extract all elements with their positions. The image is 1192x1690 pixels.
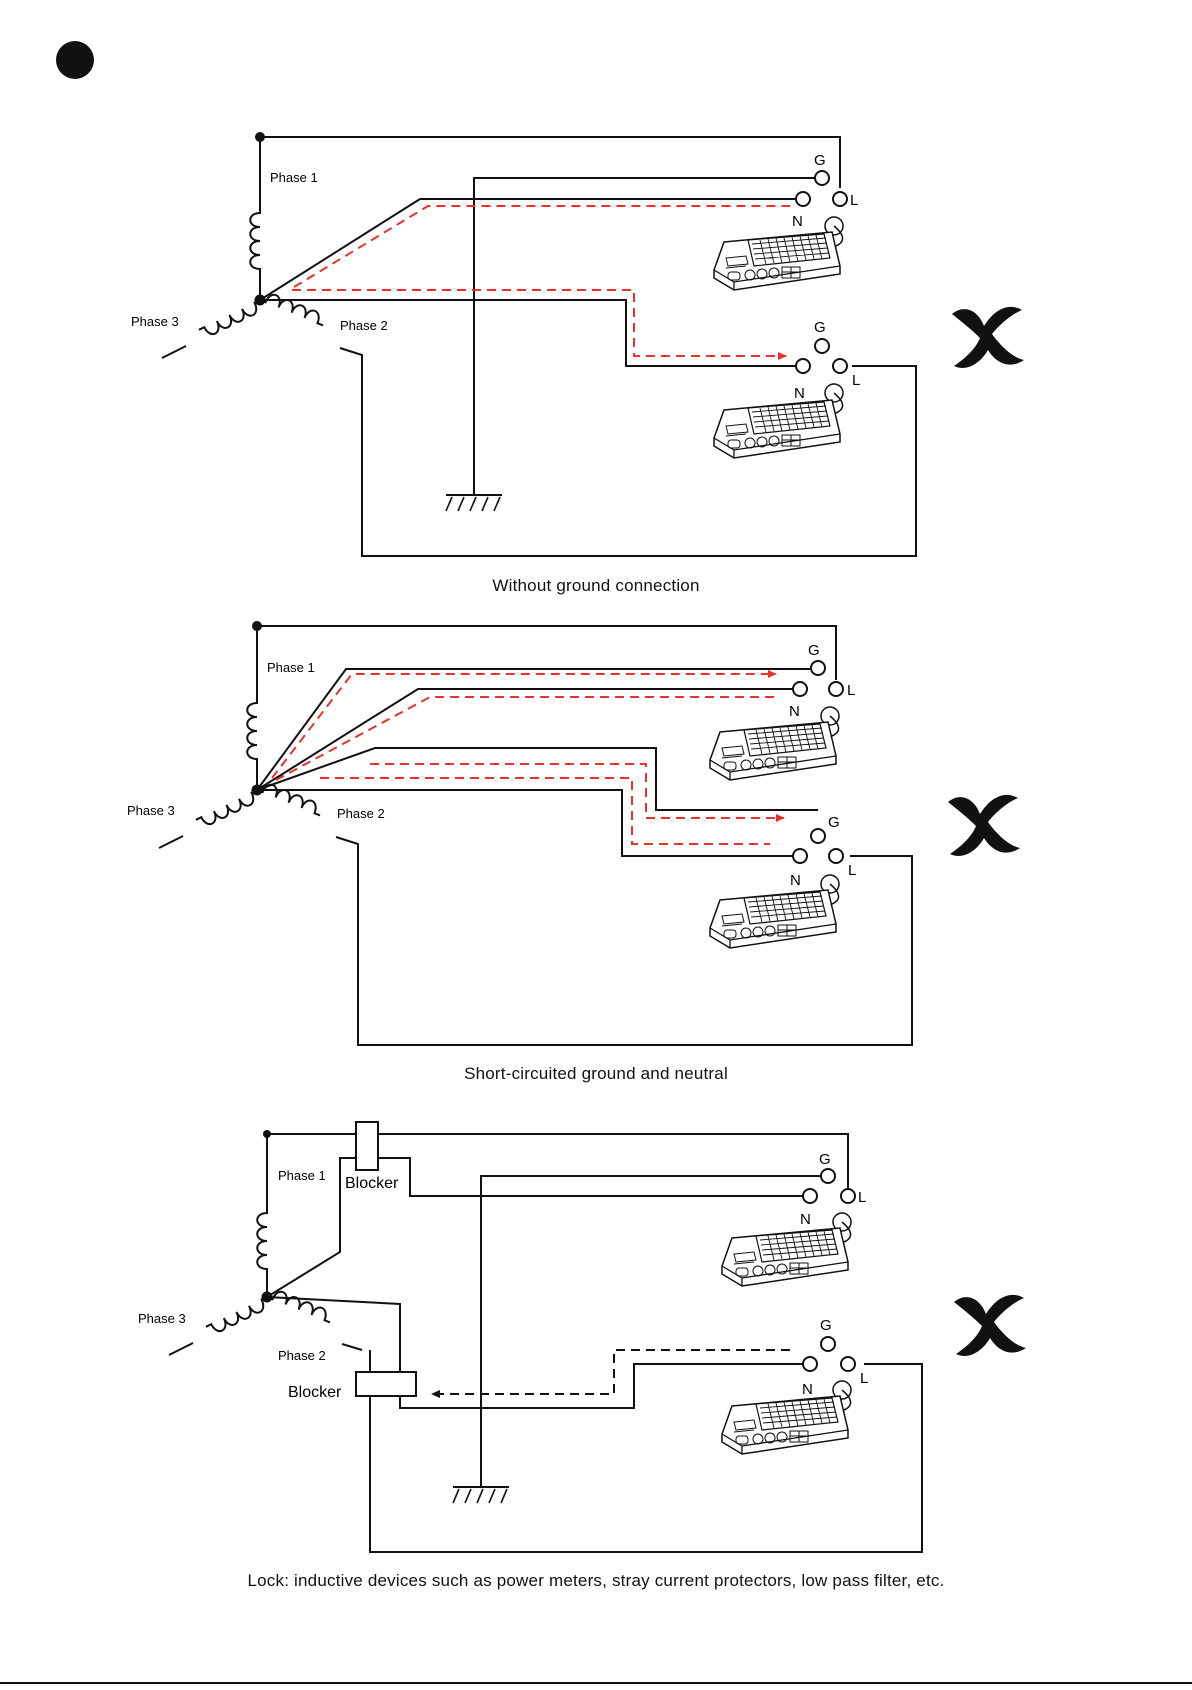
socket-n-label: N (794, 385, 805, 402)
coil-icon (206, 1297, 272, 1336)
phase-2-label: Phase 2 (278, 1348, 326, 1363)
diagram-short-circuited: G L N G L N Phase 1 Phase 2 Phase 3 (127, 621, 1020, 1045)
socket-g-label: G (828, 814, 840, 831)
ground-symbol-icon (446, 495, 502, 511)
socket-n-label: N (802, 1381, 813, 1398)
coil-icon (199, 300, 265, 339)
keypad-device-icon (714, 400, 840, 458)
phase-2-label: Phase 2 (337, 806, 385, 821)
coil-icon (260, 290, 327, 325)
phase-1-label: Phase 1 (267, 660, 315, 675)
socket-n-label: N (789, 703, 800, 720)
caption-diagram-3: Lock: inductive devices such as power me… (0, 1571, 1192, 1591)
keypad-device-icon (714, 232, 840, 290)
coil-icon (247, 695, 257, 767)
cross-mark-icon (954, 1295, 1026, 1356)
bullet-icon (56, 41, 94, 79)
ground-symbol-icon (453, 1487, 509, 1503)
socket-l-label: L (858, 1189, 866, 1206)
socket-l-label: L (852, 372, 860, 389)
phase-2-label: Phase 2 (340, 318, 388, 333)
cross-mark-icon (948, 795, 1020, 856)
diagram-without-ground: G L N G L N Phase 1 Phase 2 Phase 3 (131, 132, 1024, 556)
coil-icon (196, 790, 262, 829)
socket-l-label: L (847, 682, 855, 699)
phase-3-label: Phase 3 (127, 803, 175, 818)
socket-g-label: G (814, 152, 826, 169)
phase-3-label: Phase 3 (131, 314, 179, 329)
blocker-lower (356, 1372, 416, 1396)
keypad-device-icon (710, 890, 836, 948)
keypad-device-icon (710, 722, 836, 780)
coil-icon (257, 780, 324, 815)
blocker-label: Blocker (345, 1175, 399, 1192)
socket-g-label: G (819, 1151, 831, 1168)
phase-1-label: Phase 1 (278, 1168, 326, 1183)
coil-icon (250, 205, 260, 277)
coil-icon (267, 1287, 334, 1322)
socket-n-label: N (800, 1211, 811, 1228)
socket-n-label: N (790, 872, 801, 889)
socket-l-label: L (848, 862, 856, 879)
socket-g-label: G (808, 642, 820, 659)
caption-diagram-2: Short-circuited ground and neutral (0, 1064, 1192, 1084)
phase-3-label: Phase 3 (138, 1311, 186, 1326)
keypad-device-icon (722, 1396, 848, 1454)
phase-1-label: Phase 1 (270, 170, 318, 185)
socket-n-label: N (792, 213, 803, 230)
socket-g-label: G (820, 1317, 832, 1334)
socket-g-label: G (814, 319, 826, 336)
keypad-device-icon (722, 1228, 848, 1286)
socket-l-label: L (850, 192, 858, 209)
caption-diagram-1: Without ground connection (0, 576, 1192, 596)
blocker-label: Blocker (288, 1384, 342, 1401)
coil-icon (257, 1205, 267, 1277)
socket-l-label: L (860, 1370, 868, 1387)
blocker-upper (356, 1122, 378, 1170)
cross-mark-icon (952, 307, 1024, 368)
diagram-blocker: G L N G L N Phase 1 Phase 2 Phase 3 Bloc… (138, 1122, 1026, 1552)
